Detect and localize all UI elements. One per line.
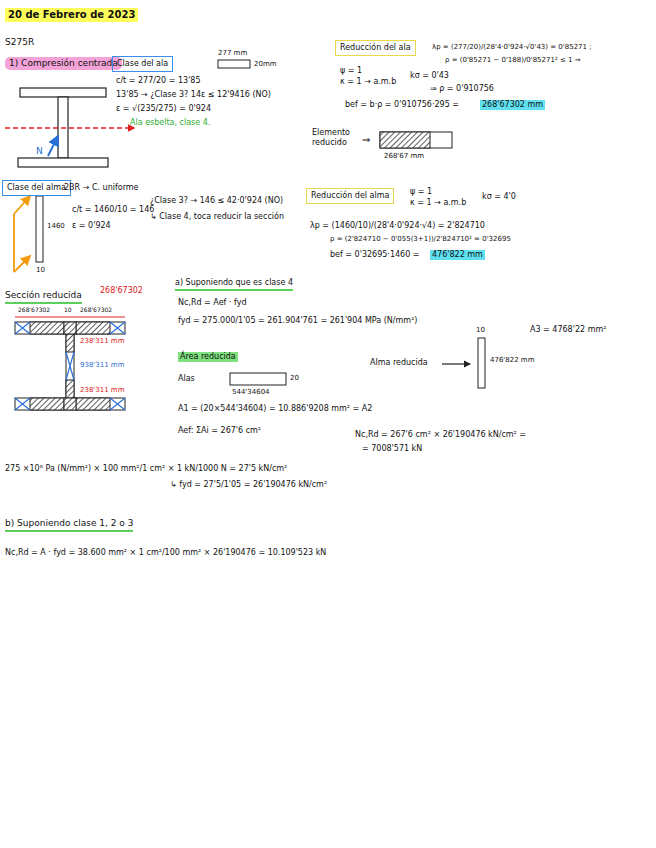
note-text: 268'67302 <box>80 306 112 313</box>
load-arrow <box>48 136 58 156</box>
note-text: 268'67 mm <box>384 152 424 160</box>
heading-text: Reducción del alma <box>311 191 389 200</box>
note-text: S275R <box>5 37 34 48</box>
topic-box: Reducción del alma <box>306 188 394 204</box>
note-text: A3 = 4768'22 mm² <box>530 325 606 335</box>
note-text: Aef: ΣAi = 267'6 cm² <box>178 426 261 436</box>
note-text: ⇒ ρ = 0'910756 <box>430 84 494 94</box>
note-text: 476'822 mm <box>430 250 485 260</box>
note-text: 275 ×10⁶ Pa (N/mm²) × 100 mm²/1 cm² × 1 … <box>5 464 287 474</box>
note-text: bef = 0'32695·1460 = <box>330 250 420 260</box>
topic-box: Clase del ala <box>112 56 173 72</box>
heading-text: 20 de Febrero de 2023 <box>8 9 135 20</box>
note-text: ⇒ <box>362 134 370 146</box>
note-text: 268'67302 <box>100 286 143 296</box>
note-text: A1 = (20×544'34604) = 10.886'9208 mm² = … <box>178 404 372 414</box>
web-area <box>478 338 485 388</box>
reduced-section <box>15 317 125 410</box>
note-text: Sección reducida <box>5 290 82 304</box>
note-text: 238'311 mm <box>80 337 125 345</box>
note-text: Nc,Rd = 267'6 cm² × 26'190476 kN/cm² = <box>355 430 526 440</box>
note-text: 268'67302 <box>18 306 50 313</box>
note-text: kσ = 0'43 <box>410 71 449 81</box>
topic-box: Clase del alma <box>2 180 71 196</box>
stress-arrow <box>14 196 30 214</box>
note-text: ψ = 1 <box>410 187 432 197</box>
note-text: 1460 <box>47 222 65 230</box>
note-text: Elemento reducido <box>312 128 364 147</box>
flange-element <box>218 60 250 68</box>
note-text: κ = 1 → a.m.b <box>340 77 396 87</box>
note-text: 476'822 mm <box>490 356 535 364</box>
note-text: 277 mm <box>218 49 247 57</box>
note-text: 238'311 mm <box>80 386 125 394</box>
note-text: Alma reducida <box>370 358 428 368</box>
reduced-element <box>380 132 452 148</box>
note-text: ψ = 1 <box>340 66 362 76</box>
note-text: ρ = (2'824710 − 0'055(3+1))/2'824710² = … <box>330 235 511 243</box>
note-text: 10 <box>36 266 45 274</box>
note-text: 938'311 mm <box>80 361 125 369</box>
note-text: 10 <box>64 306 72 313</box>
note-text: Ala esbelta, clase 4. <box>130 118 210 128</box>
axis-line <box>5 127 134 128</box>
note-text: c/t = 277/20 = 13'85 <box>116 76 201 86</box>
note-text: 20 <box>290 374 299 382</box>
note-text: 2BR → C. uniforme <box>64 183 139 193</box>
reduced-element-hatch <box>380 132 430 148</box>
note-text: kσ = 4'0 <box>482 192 516 202</box>
note-text: 20mm <box>254 60 277 68</box>
note-text: ρ = (0'85271 − 0'188)/0'85271² ≤ 1 ⇒ <box>445 56 581 64</box>
note-text: a) Suponiendo que es clase 4 <box>175 278 293 291</box>
note-text: ε = 0'924 <box>72 221 111 231</box>
note-text: κ = 1 → a.m.b <box>410 198 466 208</box>
note-text: Nc,Rd = A · fyd = 38.600 mm² × 1 cm²/100… <box>5 548 326 558</box>
heading-text: Clase del ala <box>117 59 168 68</box>
note-text: 10 <box>476 326 485 334</box>
highlight-heading: 20 de Febrero de 2023 <box>5 8 138 22</box>
note-text: ε = √(235/275) = 0'924 <box>116 104 211 114</box>
heading-text: Clase del alma <box>7 183 66 192</box>
stress-line <box>13 214 15 272</box>
arrow <box>442 363 470 364</box>
note-text: λp = (1460/10)/(28'4·0'924·√4) = 2'82471… <box>310 221 485 231</box>
note-text: ¿Clase 3? → 146 ≤ 42·0'924 (NO) <box>150 196 283 206</box>
web-element <box>36 196 43 262</box>
topic-box: Reducción del ala <box>335 40 416 56</box>
note-text: = 7008'571 kN <box>362 444 422 454</box>
note-text: c/t = 1460/10 = 146 <box>72 205 154 215</box>
highlight-heading: 1) Compresión centrada <box>5 57 122 70</box>
note-text: λp = (277/20)/(28'4·0'924·√0'43) = 0'852… <box>432 43 592 51</box>
note-text: Alas <box>178 374 195 384</box>
heading-text: 1) Compresión centrada <box>9 58 118 68</box>
note-text: Área reducida <box>178 352 238 362</box>
note-text: Nc,Rd = Aef · fyd <box>178 298 247 308</box>
flange-area <box>230 373 286 385</box>
note-text: ↳ fyd = 27'5/1'05 = 26'190476 kN/cm² <box>170 480 327 490</box>
note-text: bef = b·ρ = 0'910756·295 = <box>345 100 459 110</box>
note-text: fyd = 275.000/1'05 = 261.904'761 = 261'9… <box>178 316 417 326</box>
stress-arrow <box>14 256 30 272</box>
note-text: 544'34604 <box>232 388 270 396</box>
note-text: 13'85 → ¿Clase 3? 14ε ≤ 12'9416 (NO) <box>116 90 271 100</box>
note-text: N <box>36 146 43 157</box>
note-text: b) Suponiendo clase 1, 2 o 3 <box>5 518 133 532</box>
note-text: ↳ Clase 4, toca reducir la sección <box>150 212 284 222</box>
heading-text: Reducción del ala <box>340 43 411 52</box>
note-text: 268'67302 mm <box>480 100 545 110</box>
